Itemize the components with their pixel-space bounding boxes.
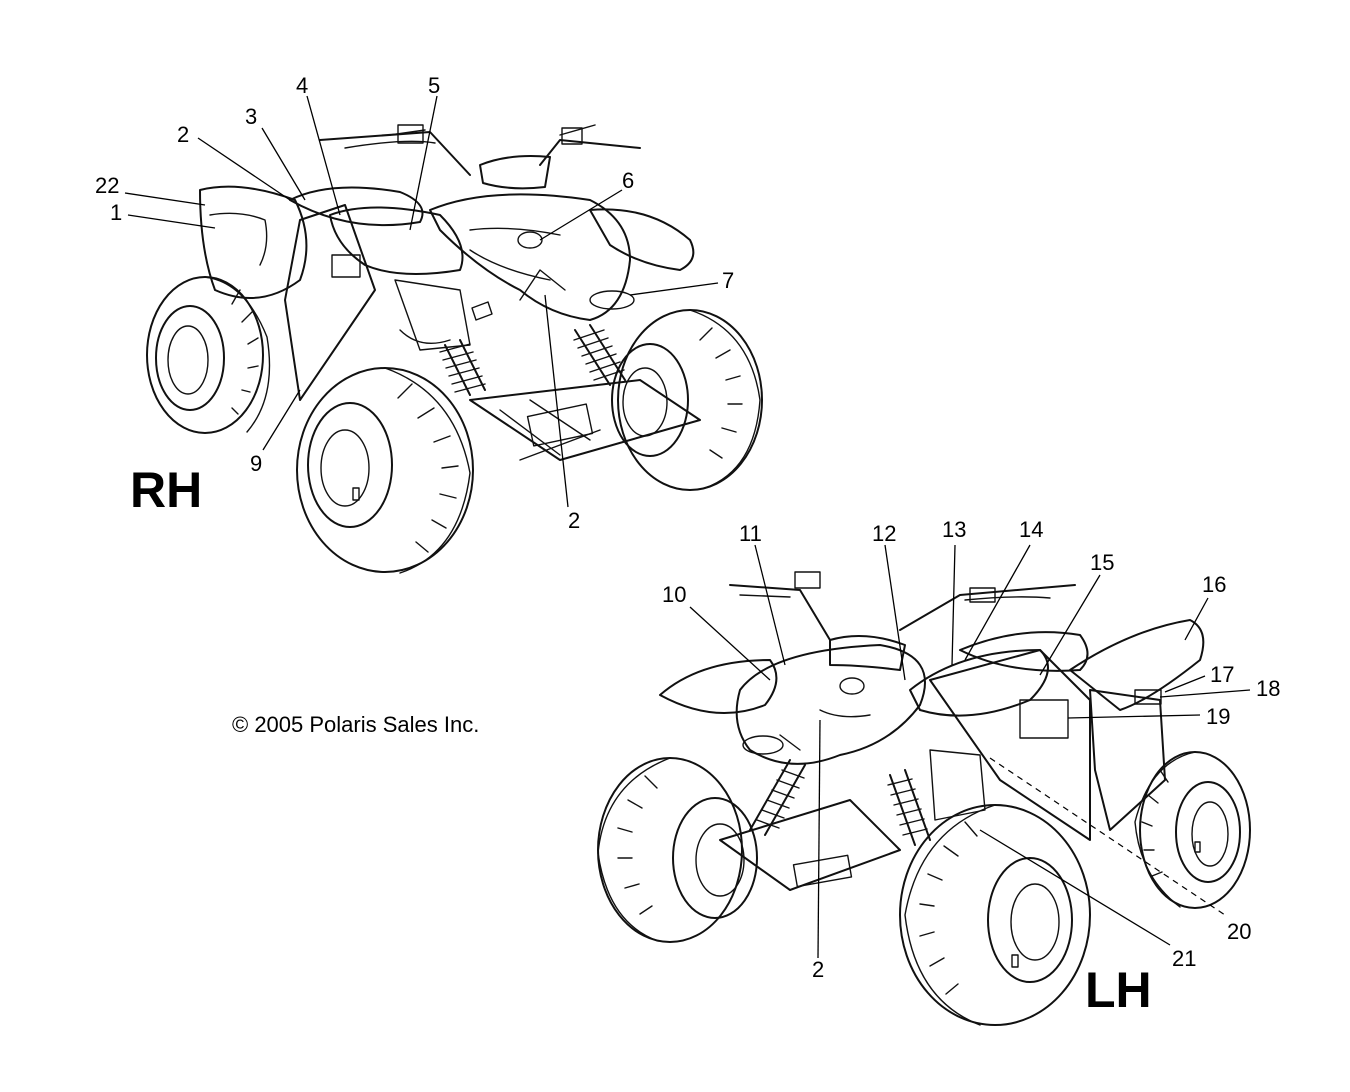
callout-16: 16	[1202, 572, 1226, 597]
callout-4: 4	[296, 73, 308, 98]
callout-15: 15	[1090, 550, 1114, 575]
lh-front-shocks	[749, 759, 931, 846]
callout-17: 17	[1210, 662, 1234, 687]
rh-rear-wheel	[146, 276, 271, 434]
callout-labels: 22 1 2 3 4 5 6 7 9 2 10 11 12 13 14 15 1…	[95, 73, 1280, 982]
callout-13: 13	[942, 517, 966, 542]
callout-10: 10	[662, 582, 686, 607]
callout-20: 20	[1227, 919, 1251, 944]
rh-front-shocks	[439, 324, 626, 396]
view-label-rh: RH	[130, 462, 202, 518]
callout-3: 3	[245, 104, 257, 129]
callout-6: 6	[622, 168, 634, 193]
callout-5: 5	[428, 73, 440, 98]
callout-2-rh-upper: 2	[177, 122, 189, 147]
callout-2-lh: 2	[812, 957, 824, 982]
callout-21: 21	[1172, 946, 1196, 971]
atv-rh-illustration	[146, 124, 763, 574]
copyright-notice: © 2005 Polaris Sales Inc.	[232, 712, 479, 737]
lh-front-near-wheel	[899, 804, 1091, 1026]
callout-1: 1	[110, 200, 122, 225]
atv-lh-illustration	[597, 571, 1251, 1026]
lh-bodywork	[659, 571, 1205, 841]
callout-9: 9	[250, 451, 262, 476]
callout-18: 18	[1256, 676, 1280, 701]
view-label-lh: LH	[1085, 962, 1152, 1018]
leader-lines	[124, 95, 1251, 959]
rh-front-far-wheel	[611, 309, 763, 491]
lh-rear-wheel	[1134, 751, 1251, 909]
rh-front-near-wheel	[296, 367, 474, 574]
callout-11: 11	[739, 521, 762, 546]
callout-7: 7	[722, 268, 734, 293]
callout-19: 19	[1206, 704, 1230, 729]
callout-14: 14	[1019, 517, 1043, 542]
callout-22: 22	[95, 173, 119, 198]
callout-12: 12	[872, 521, 896, 546]
callout-2-rh-lower: 2	[568, 508, 580, 533]
lh-front-far-wheel	[597, 757, 758, 943]
